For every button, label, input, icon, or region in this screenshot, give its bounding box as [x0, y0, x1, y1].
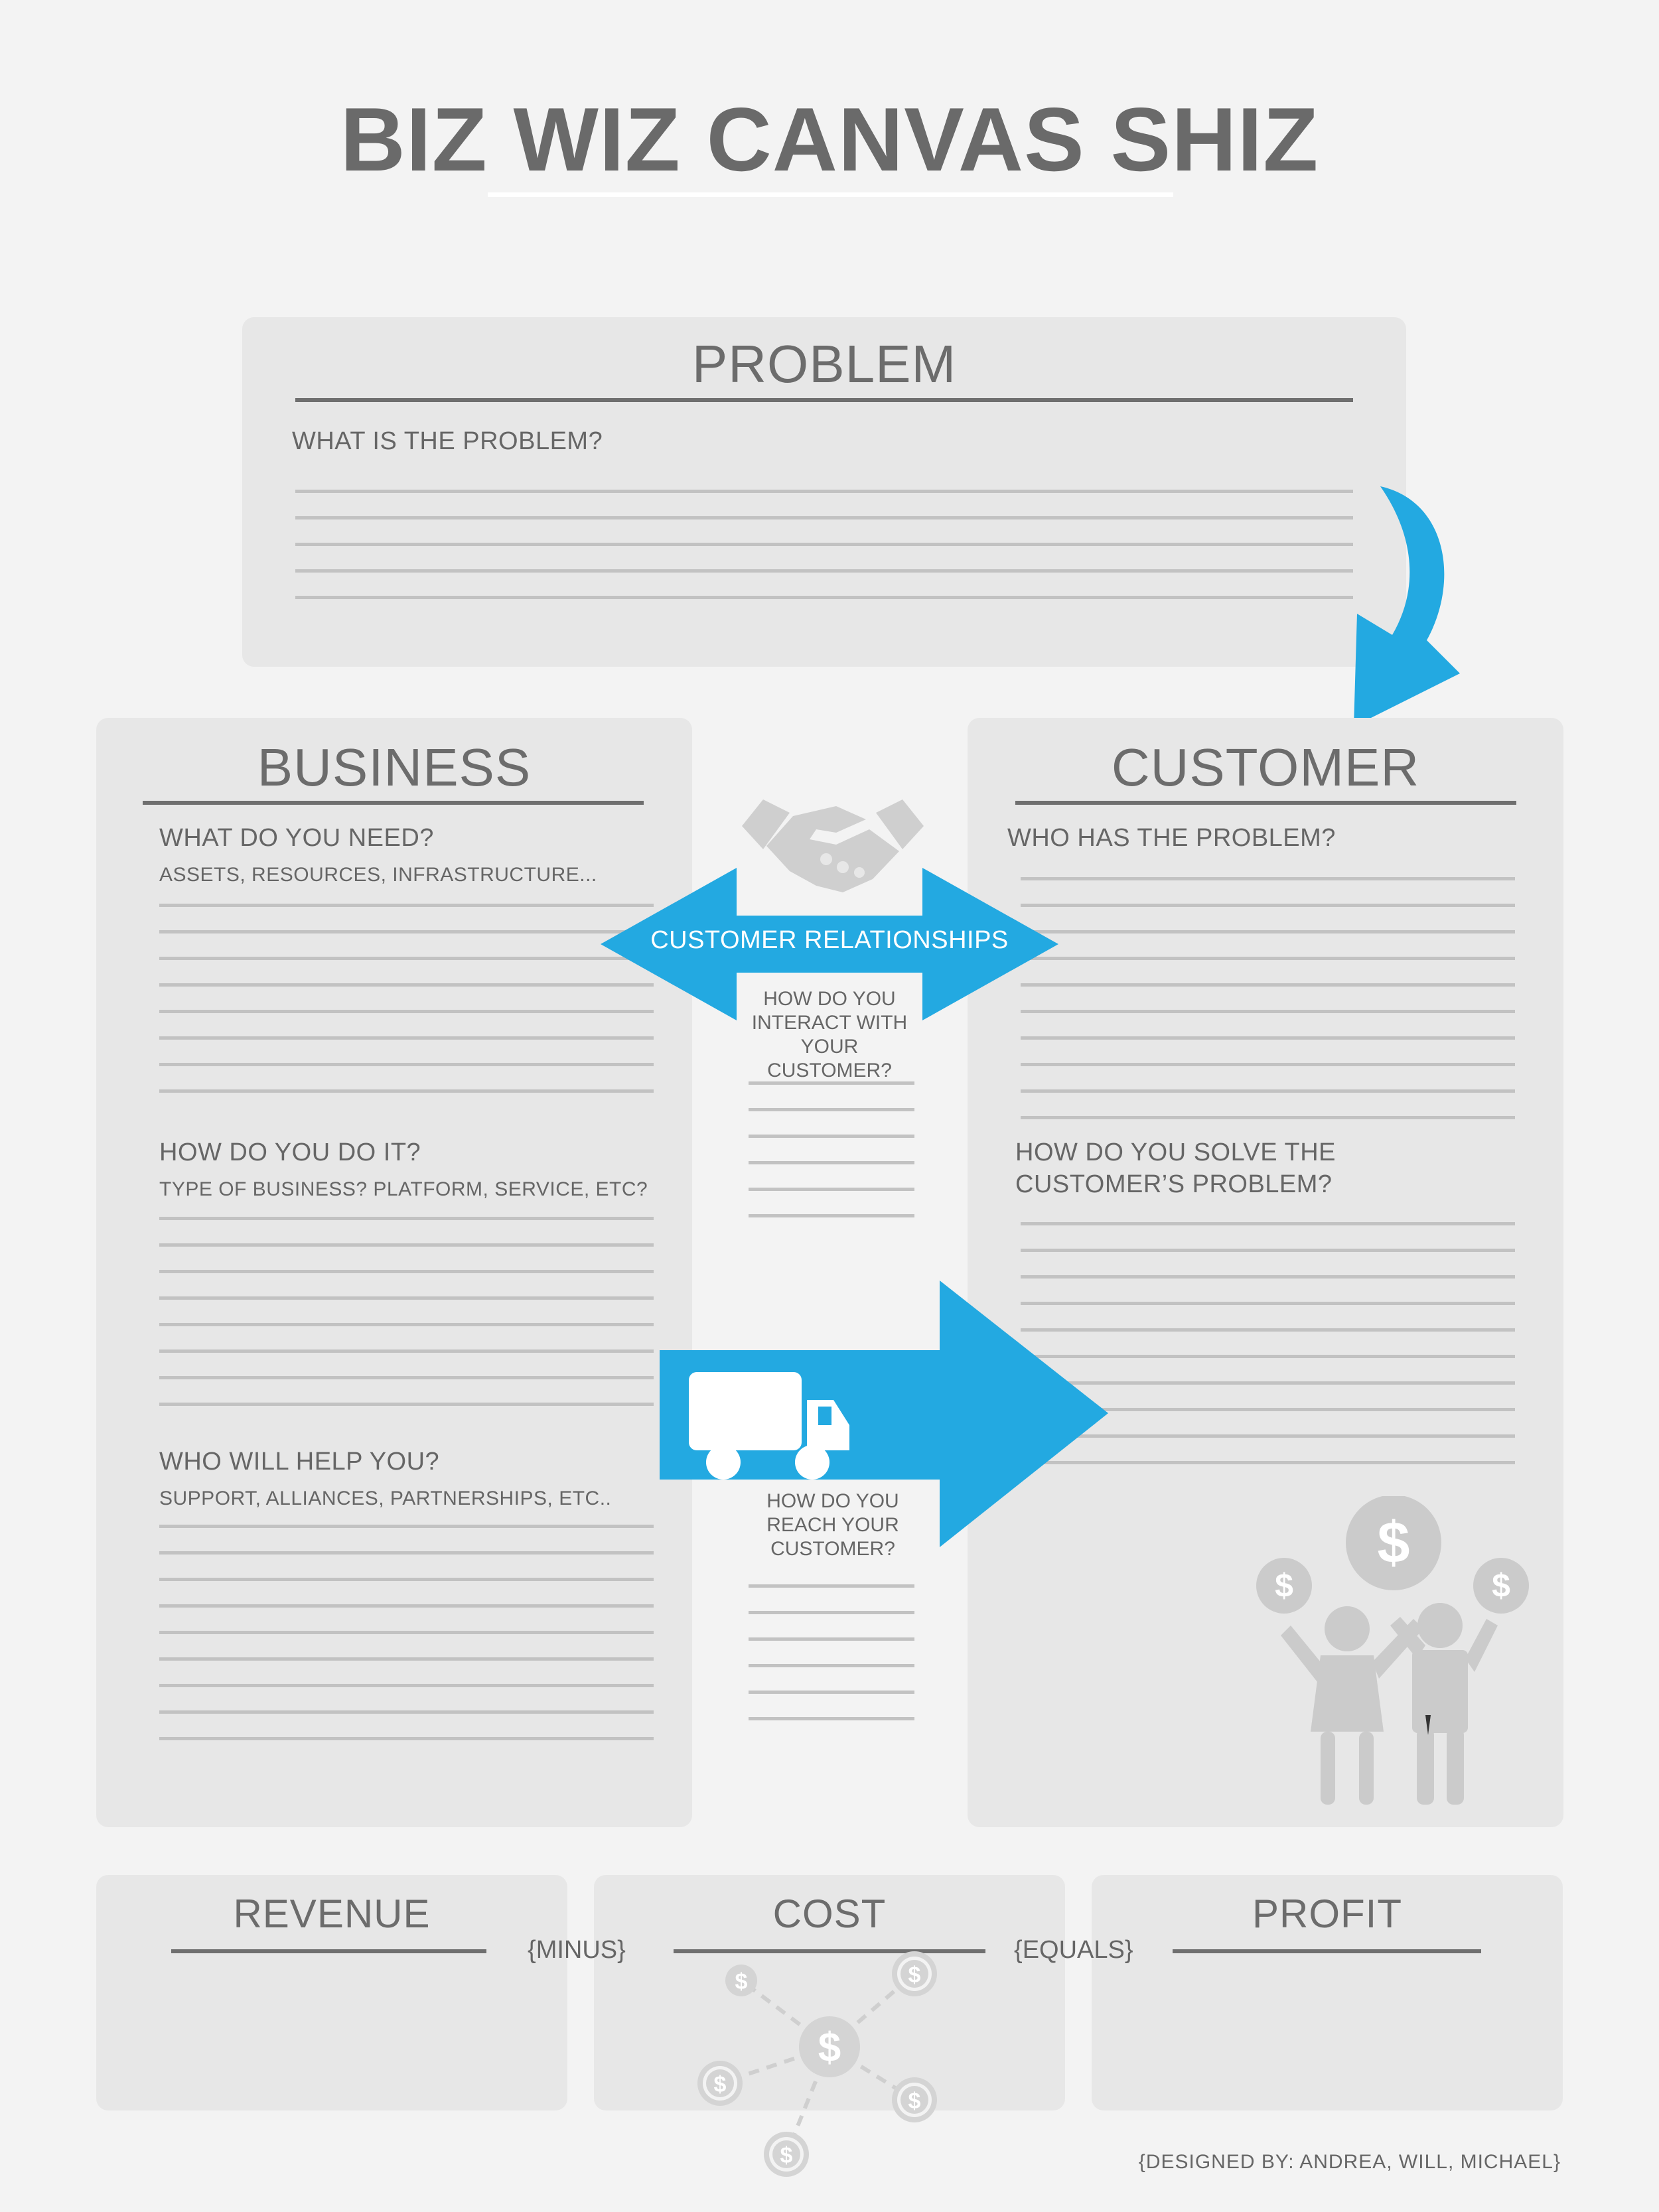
svg-text:$: $: [818, 2025, 841, 2071]
profit-panel: [1092, 1875, 1563, 2110]
people-money-icon: $ $ $: [1256, 1496, 1529, 1805]
customer-heading-rule: [1015, 801, 1516, 805]
business-help-lines[interactable]: [159, 1525, 654, 1763]
problem-heading: PROBLEM: [691, 334, 957, 393]
relationships-question-line3: YOUR CUSTOMER?: [767, 1036, 892, 1081]
channels-lines[interactable]: [749, 1584, 914, 1744]
channels-question-line1: HOW DO YOU: [766, 1490, 899, 1512]
relationships-question-line2: INTERACT WITH: [751, 1012, 908, 1034]
revenue-heading: REVENUE: [233, 1892, 431, 1936]
channels-question: HOW DO YOU REACH YOUR CUSTOMER?: [740, 1489, 926, 1561]
customer-relationships-label: CUSTOMER RELATIONSHIPS: [650, 926, 1009, 954]
designer-credit: {DESIGNED BY: ANDREA, WILL, MICHAEL}: [1138, 2151, 1561, 2173]
channels-arrow-icon: [660, 1280, 1108, 1547]
double-arrow-icon: [601, 868, 1058, 1020]
business-help-question: WHO WILL HELP YOU?: [159, 1448, 440, 1476]
svg-text:$: $: [714, 2072, 727, 2097]
customer-solve-question-line1: HOW DO YOU SOLVE THE: [1015, 1139, 1336, 1166]
svg-text:$: $: [908, 1963, 921, 1988]
svg-text:$: $: [735, 1969, 748, 1994]
revenue-heading-rule: [171, 1949, 486, 1953]
customer-solve-question-line2: CUSTOMER’S PROBLEM?: [1015, 1170, 1333, 1198]
cost-heading: COST: [772, 1892, 887, 1936]
business-do-hint: TYPE OF BUSINESS? PLATFORM, SERVICE, ETC…: [159, 1178, 648, 1200]
profit-heading-rule: [1173, 1949, 1481, 1953]
business-do-question: HOW DO YOU DO IT?: [159, 1139, 421, 1166]
problem-question: WHAT IS THE PROBLEM?: [292, 427, 603, 455]
problem-answer-lines[interactable]: [295, 490, 1353, 622]
cost-heading-rule: [674, 1949, 985, 1953]
channels-question-line3: CUSTOMER?: [770, 1538, 895, 1560]
customer-panel: [968, 718, 1563, 1827]
relationships-lines[interactable]: [749, 1081, 914, 1241]
minus-operator: {MINUS}: [528, 1936, 626, 1964]
relationships-question-line1: HOW DO YOU: [763, 988, 896, 1010]
business-heading: BUSINESS: [257, 738, 532, 797]
profit-heading: PROFIT: [1252, 1892, 1402, 1936]
equals-operator: {EQUALS}: [1014, 1936, 1133, 1964]
title-underline: [488, 192, 1173, 197]
business-need-hint: ASSETS, RESOURCES, INFRASTRUCTURE...: [159, 864, 597, 886]
delivery-truck-icon: [689, 1372, 849, 1480]
svg-text:$: $: [1275, 1567, 1293, 1604]
business-help-hint: SUPPORT, ALLIANCES, PARTNERSHIPS, ETC..: [159, 1487, 612, 1509]
business-do-lines[interactable]: [159, 1217, 654, 1429]
curved-arrow-icon: [1354, 486, 1460, 726]
svg-text:$: $: [1492, 1567, 1510, 1604]
revenue-panel: [96, 1875, 567, 2110]
svg-text:$: $: [908, 2089, 921, 2114]
customer-who-question: WHO HAS THE PROBLEM?: [1007, 824, 1336, 852]
dollar-network-icon: $ $ $ $ $ $: [697, 1951, 937, 2177]
svg-text:$: $: [780, 2143, 793, 2168]
business-need-question: WHAT DO YOU NEED?: [159, 824, 434, 852]
svg-text:$: $: [1378, 1509, 1410, 1575]
relationships-question: HOW DO YOU INTERACT WITH YOUR CUSTOMER?: [737, 987, 922, 1083]
problem-heading-rule: [295, 398, 1353, 402]
customer-heading: CUSTOMER: [1111, 738, 1420, 797]
handshake-icon: [742, 799, 924, 892]
customer-solve-lines[interactable]: [1021, 1222, 1515, 1487]
customer-who-lines[interactable]: [1021, 877, 1515, 1142]
page-title: BIZ WIZ CANVAS SHIZ: [340, 89, 1319, 190]
channels-question-line2: REACH YOUR: [766, 1514, 899, 1536]
business-need-lines[interactable]: [159, 904, 654, 1116]
business-heading-rule: [143, 801, 644, 805]
